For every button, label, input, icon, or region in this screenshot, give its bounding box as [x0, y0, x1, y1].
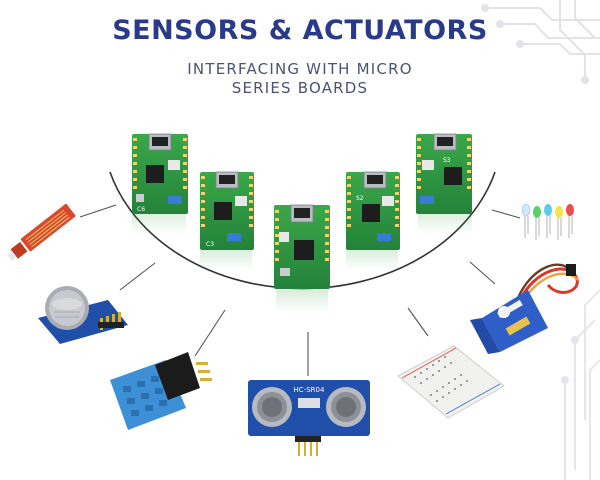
board-label-c6: C6: [137, 206, 145, 213]
connector-lines: [79, 204, 521, 376]
leds: [521, 203, 574, 240]
board-micro-c6: C6: [132, 133, 188, 214]
board-micro-center: [274, 204, 330, 289]
page-subtitle-line1: INTERFACING WITH MICRO: [187, 60, 413, 78]
board-micro-s2: S2: [346, 171, 400, 250]
board-reflections: [132, 212, 472, 312]
water-level-sensor: [7, 203, 76, 261]
board-micro-s3: S3: [416, 133, 472, 214]
page-subtitle-line2: SERIES BOARDS: [231, 79, 369, 97]
servo-motor: [470, 263, 579, 354]
page-title: SENSORS & ACTUATORS: [112, 15, 488, 46]
gas-sensor: [38, 286, 128, 344]
board-label-c3: C3: [206, 241, 214, 248]
dht11-sensor: [110, 352, 212, 430]
ultrasonic-label: HC-SR04: [294, 386, 325, 394]
circuit-decoration-top: [481, 0, 600, 84]
circuit-decoration-right: [561, 289, 600, 480]
ultrasonic-sensor: HC-SR04: [248, 380, 370, 456]
board-label-s2: S2: [356, 195, 364, 202]
breadboard: [397, 345, 505, 419]
board-label-s3: S3: [443, 157, 451, 164]
board-micro-c3: C3: [200, 171, 254, 250]
